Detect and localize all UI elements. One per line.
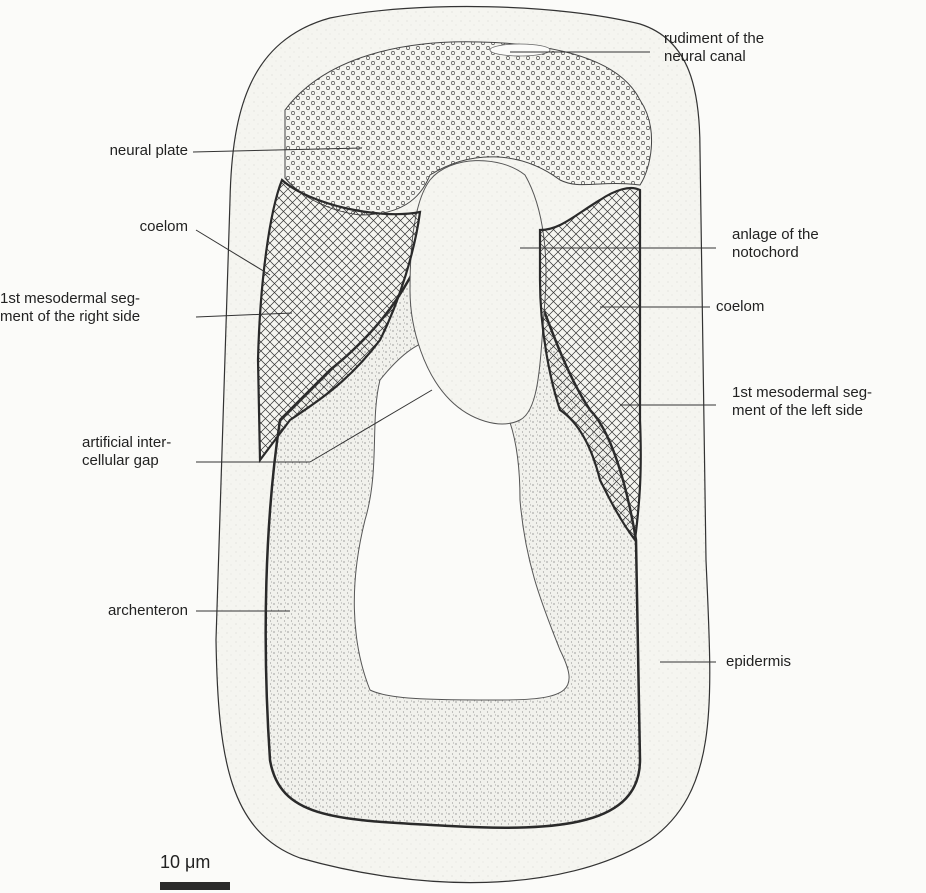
label-coelom-left: coelom: [716, 298, 764, 316]
neural-canal-rudiment: [490, 44, 550, 56]
label-neural-plate: neural plate: [84, 142, 188, 160]
label-rudiment-neural-canal: rudiment of the neural canal: [664, 30, 764, 66]
scale-bar: [160, 882, 230, 890]
scale-bar-label: 10 μm: [160, 852, 210, 873]
label-epidermis: epidermis: [726, 653, 791, 671]
label-mesodermal-segment-right: 1st mesodermal seg- ment of the right si…: [0, 290, 190, 326]
label-mesodermal-segment-left: 1st mesodermal seg- ment of the left sid…: [732, 384, 872, 420]
label-coelom-right: coelom: [118, 218, 188, 236]
label-notochord: anlage of the notochord: [732, 226, 819, 262]
label-archenteron: archenteron: [84, 602, 188, 620]
label-artificial-gap: artificial inter- cellular gap: [82, 434, 188, 470]
